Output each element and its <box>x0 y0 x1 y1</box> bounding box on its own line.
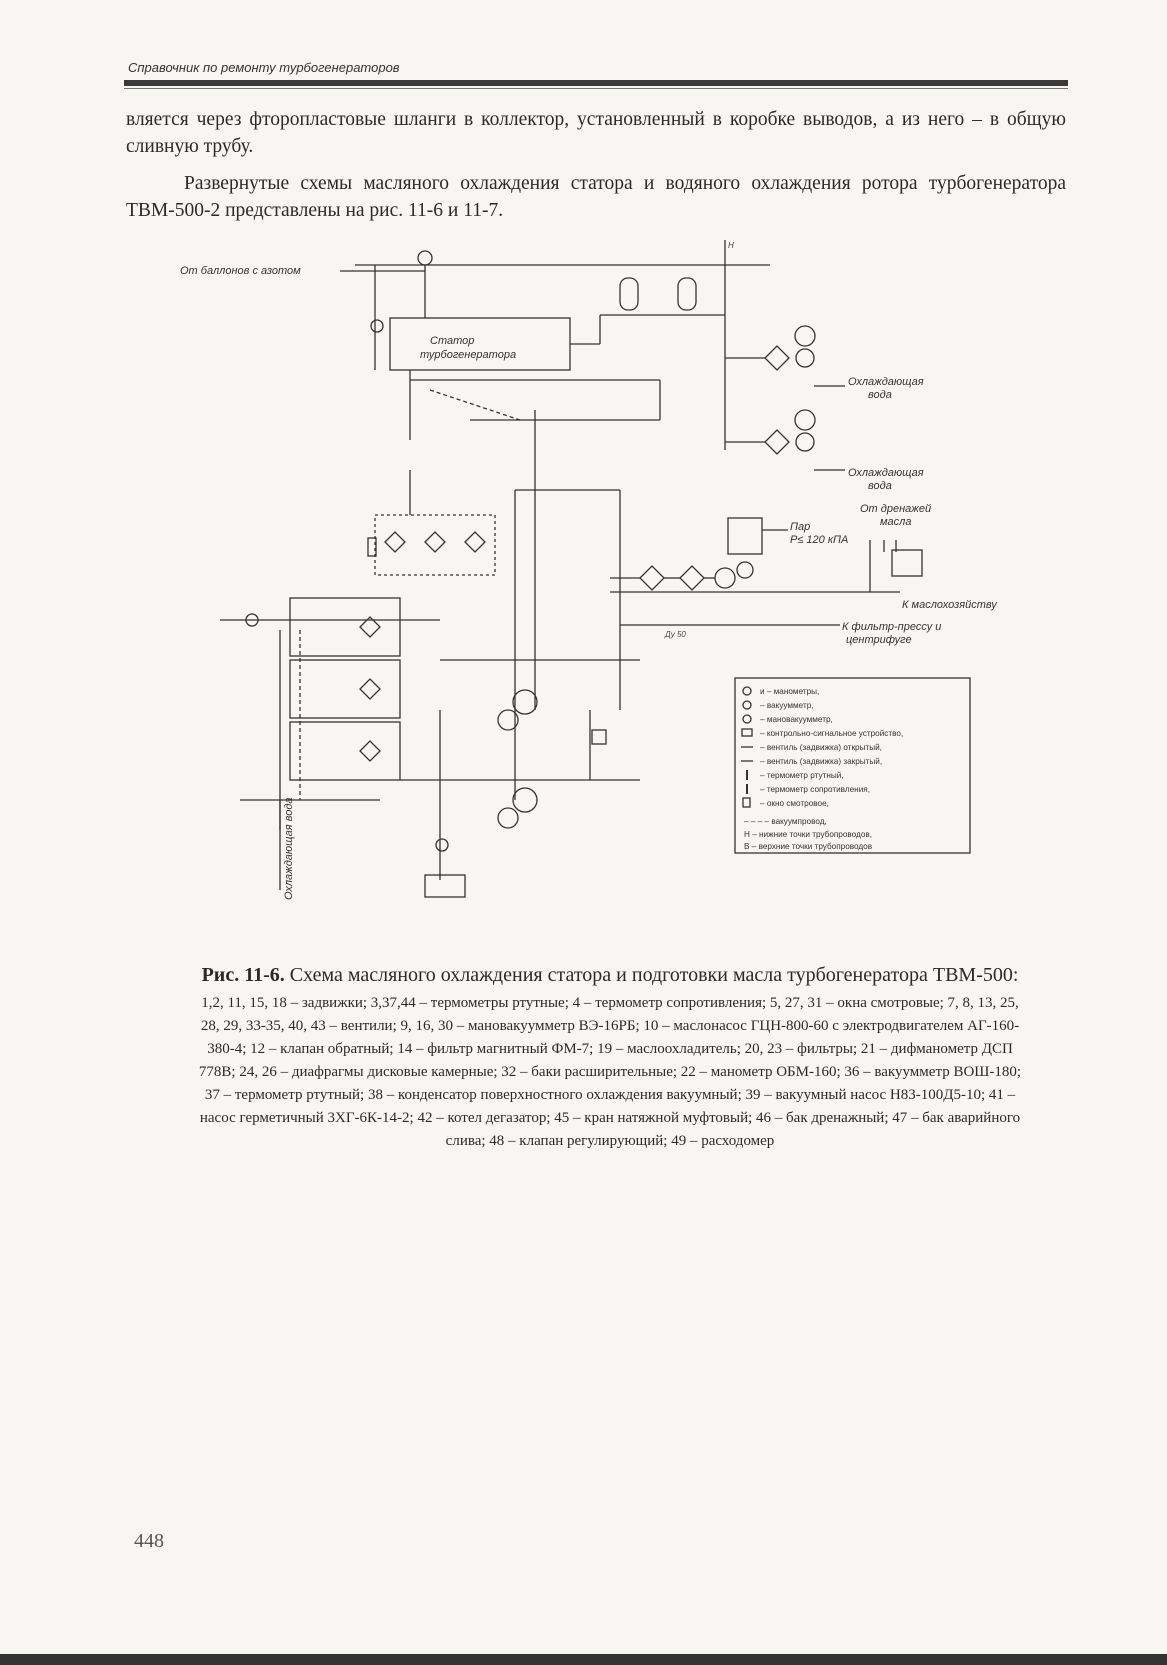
legend: и – манометры, – вакуумметр, – мановакуу… <box>744 687 903 851</box>
vacuum-line <box>429 389 521 421</box>
caption-title: Рис. 11-6. Схема масляного охлаждения ст… <box>190 962 1030 989</box>
label-cooling-water-1a: Охлаждающая <box>848 376 924 388</box>
vacuum-pump-icon <box>795 348 815 368</box>
main-oil-pump-motor <box>512 689 538 715</box>
flowmeter-icon <box>591 729 607 745</box>
label-nitrogen: От баллонов с азотом <box>180 265 301 277</box>
label-cooling-water-vertical: Охлаждающая вода <box>283 797 295 900</box>
filter-icon <box>384 531 406 553</box>
legend-item: – термометр ртутный, <box>760 771 844 780</box>
legend-item: – термометр сопротивления, <box>760 785 870 794</box>
legend-sight-window-icon <box>742 797 751 808</box>
label-cooling-water-1b: вода <box>868 389 892 401</box>
reserve-oil-pump-motor <box>512 787 538 813</box>
cooler-icon <box>359 616 381 638</box>
diff-manometer-icon <box>367 537 377 557</box>
condenser-icon <box>764 429 790 455</box>
filter-icon <box>679 565 705 591</box>
page-number: 448 <box>134 1530 164 1552</box>
label-steam-1: Пар <box>790 521 810 533</box>
legend-item: – вентиль (задвижка) открытый, <box>760 743 882 752</box>
emergency-drain-tank <box>424 874 466 898</box>
mano-vacuum-gauge <box>370 319 384 333</box>
legend-item: – – – – вакуумпровод, <box>744 817 827 826</box>
header-rule-thin <box>124 88 1068 89</box>
drain-tank <box>891 549 923 577</box>
oil-cooling-schematic: От баллонов с азотом Статор турбогенерат… <box>180 240 1060 960</box>
motor-icon <box>736 561 754 579</box>
legend-item: – вентиль (задвижка) закрытый, <box>760 757 882 766</box>
figure-caption: Рис. 11-6. Схема масляного охлаждения ст… <box>190 962 1030 1153</box>
body-text: вляется через фторопластовые шланги в ко… <box>126 106 1066 224</box>
stator-box <box>389 317 571 371</box>
filter-icon <box>464 531 486 553</box>
label-cooling-water-2a: Охлаждающая <box>848 467 924 479</box>
label-oil-facility: К маслохозяйству <box>902 599 998 611</box>
label-h-top: Н <box>728 241 734 250</box>
legend-item: В – верхние точки трубопроводов <box>744 842 872 851</box>
scan-bottom-edge <box>0 1654 1167 1665</box>
legend-item: Н – нижние точки трубопроводов, <box>744 830 872 839</box>
label-stator-1: Статор <box>430 335 474 347</box>
oil-cooler-1 <box>289 597 401 657</box>
label-stator-2: турбогенератора <box>420 349 516 361</box>
motor-icon <box>794 325 816 347</box>
legend-manometer-icon <box>742 686 752 696</box>
manometer-gauge <box>417 250 433 266</box>
header-rule <box>124 80 1068 86</box>
cooler-icon <box>359 678 381 700</box>
legend-vacuum-gauge-icon <box>742 700 752 710</box>
manometer-gauge <box>245 613 259 627</box>
caption-title-text: Схема масляного охлаждения статора и под… <box>289 964 1019 986</box>
legend-item: – мановакуумметр, <box>760 715 833 724</box>
label-steam-2: Р≤ 120 кПА <box>790 534 848 546</box>
expansion-tank-2 <box>677 277 697 311</box>
paragraph-2: Развернутые схемы масляного охлаждения с… <box>126 173 1066 221</box>
legend-item: – окно смотровое, <box>760 799 829 808</box>
legend-mano-vacuum-icon <box>742 714 752 724</box>
motor-icon <box>794 409 816 431</box>
reserve-oil-pump <box>497 807 519 829</box>
running-header: Справочник по ремонту турбогенераторов <box>128 60 400 75</box>
filter-icon <box>424 531 446 553</box>
cooler-icon <box>359 740 381 762</box>
hermetic-pump-icon <box>714 567 736 589</box>
label-filter-2: центрифуге <box>846 634 912 646</box>
degasser-boiler <box>727 517 763 555</box>
legend-box <box>734 677 971 854</box>
paragraph-1: вляется через фторопластовые шланги в ко… <box>126 109 1066 157</box>
label-filter-1: К фильтр-прессу и <box>842 621 941 633</box>
label-drain-1: От дренажей <box>860 503 931 515</box>
manometer-gauge <box>435 838 449 852</box>
legend-item: – контрольно-сигнальное устройство, <box>760 729 903 738</box>
legend-item: – вакуумметр, <box>760 701 814 710</box>
oil-cooler-2 <box>289 659 401 719</box>
label-drain-2: масла <box>880 516 911 528</box>
filter-bank <box>374 514 496 576</box>
label-du50: Ду 50 <box>664 630 686 639</box>
vacuum-pump-icon <box>795 432 815 452</box>
caption-label: Рис. 11-6. <box>201 964 285 986</box>
expansion-tank-1 <box>619 277 639 311</box>
main-oil-pump <box>497 709 519 731</box>
filter-icon <box>639 565 665 591</box>
label-cooling-water-2b: вода <box>868 480 892 492</box>
schematic-svg: От баллонов с азотом Статор турбогенерат… <box>180 240 998 900</box>
condenser-icon <box>764 345 790 371</box>
oil-cooler-3 <box>289 721 401 781</box>
legend-item: и – манометры, <box>760 687 819 696</box>
caption-key: 1,2, 11, 15, 18 – задвижки; 3,37,44 – те… <box>198 995 1022 1149</box>
legend-signal-device-icon <box>741 728 753 737</box>
